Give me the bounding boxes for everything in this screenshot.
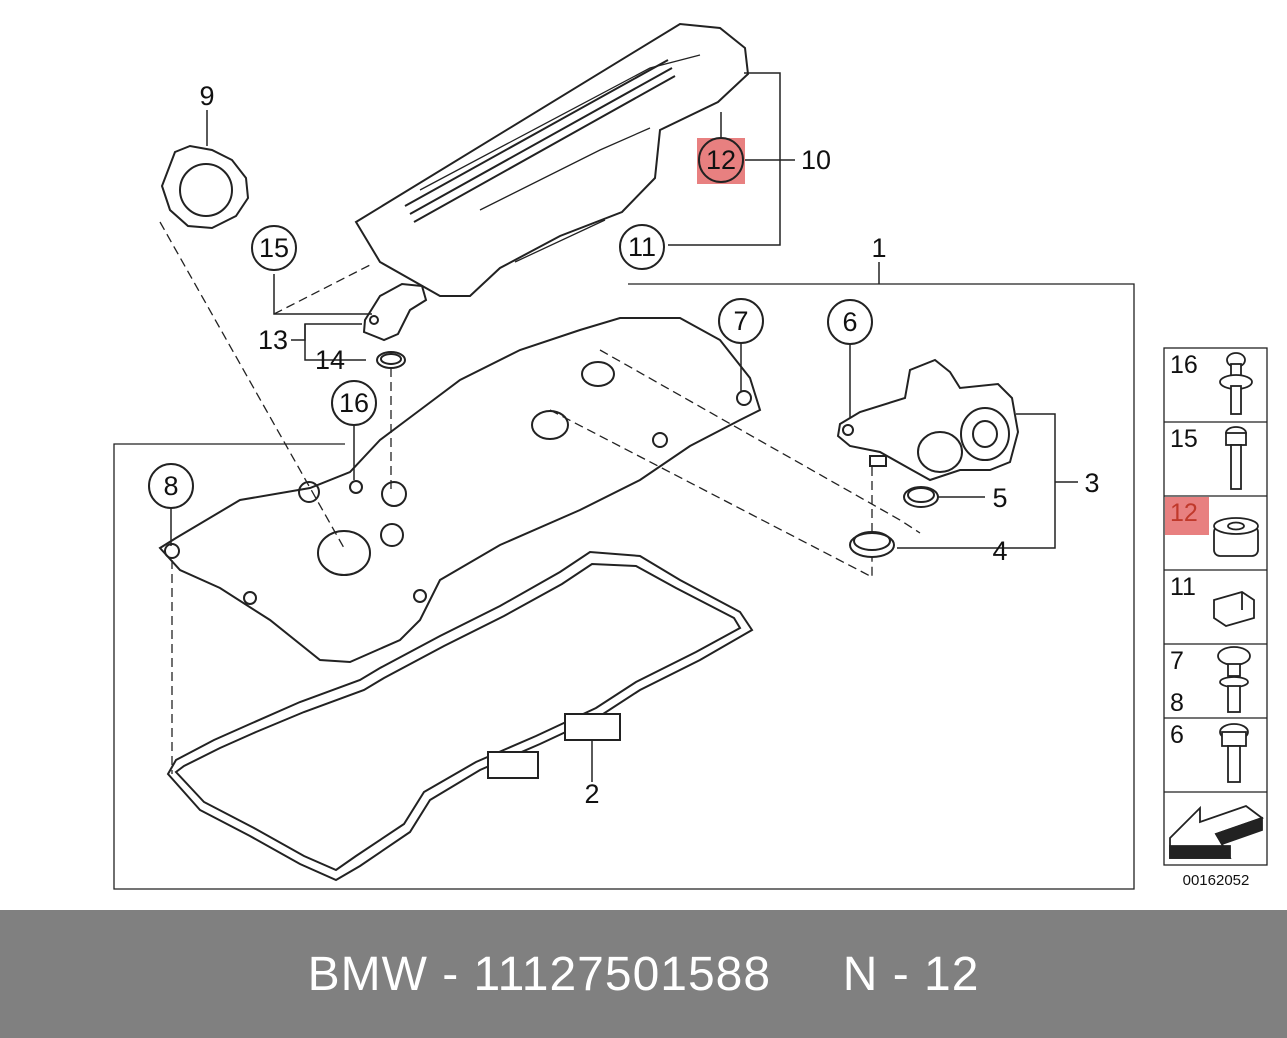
stud-bolt-icon xyxy=(1219,352,1253,415)
sensor xyxy=(362,282,428,342)
legend-label-15: 15 xyxy=(1170,425,1198,453)
frame-outlines xyxy=(113,283,1135,890)
dashed-leader-lines xyxy=(159,221,921,774)
screw-icon xyxy=(1219,723,1249,783)
callout-label-3: 3 xyxy=(1084,468,1099,498)
callout-label-16: 16 xyxy=(339,388,369,418)
callout-label-13: 13 xyxy=(258,325,288,355)
arrow-icon xyxy=(1169,804,1264,859)
grommet-icon xyxy=(1213,517,1259,557)
legend-label-16: 16 xyxy=(1170,351,1198,379)
legend-label-6: 6 xyxy=(1170,721,1184,749)
callout-label-12: 12 xyxy=(706,145,736,175)
callout-label-14: 14 xyxy=(315,345,345,375)
oil-filler-cap xyxy=(160,144,250,230)
valve-cover xyxy=(158,317,762,664)
callout-12-highlight xyxy=(697,137,745,184)
footer-part-number: BMW - 11127501588 N - 12 xyxy=(307,947,980,1001)
legend-label-11: 11 xyxy=(1170,573,1196,601)
legend-label-7: 7 xyxy=(1170,647,1184,675)
legend-label-12: 12 xyxy=(1170,499,1198,527)
collar-bolt-icon xyxy=(1217,646,1251,713)
engine-cover xyxy=(354,22,750,297)
legend-label-8: 8 xyxy=(1170,689,1184,717)
callout-label-9: 9 xyxy=(199,81,214,111)
bolt-icon xyxy=(1225,426,1247,490)
sidebar-legend: 16 15 12 11 7 8 6 xyxy=(1163,347,1268,866)
callout-label-6: 6 xyxy=(842,307,857,337)
callout-label-15: 15 xyxy=(259,233,289,263)
parts-diagram: 1 2 3 4 5 6 7 8 9 10 11 12 13 14 15 16 1… xyxy=(113,22,1268,890)
footer-bar: BMW - 11127501588 N - 12 xyxy=(0,910,1287,1038)
callout-label-7: 7 xyxy=(733,306,748,336)
callout-label-11: 11 xyxy=(628,232,656,262)
callout-circles xyxy=(148,224,873,509)
clip-icon xyxy=(1213,591,1255,627)
legend-12-highlight xyxy=(1165,497,1209,535)
crankcase-vent-valve xyxy=(836,358,1020,482)
callout-label-8: 8 xyxy=(163,471,178,501)
reference-code: 00162052 xyxy=(1183,872,1250,889)
callout-label-1: 1 xyxy=(871,233,886,263)
callout-label-10: 10 xyxy=(801,145,831,175)
callout-label-2: 2 xyxy=(584,779,599,809)
callout-label-5: 5 xyxy=(992,483,1007,513)
callout-label-4: 4 xyxy=(992,536,1007,566)
